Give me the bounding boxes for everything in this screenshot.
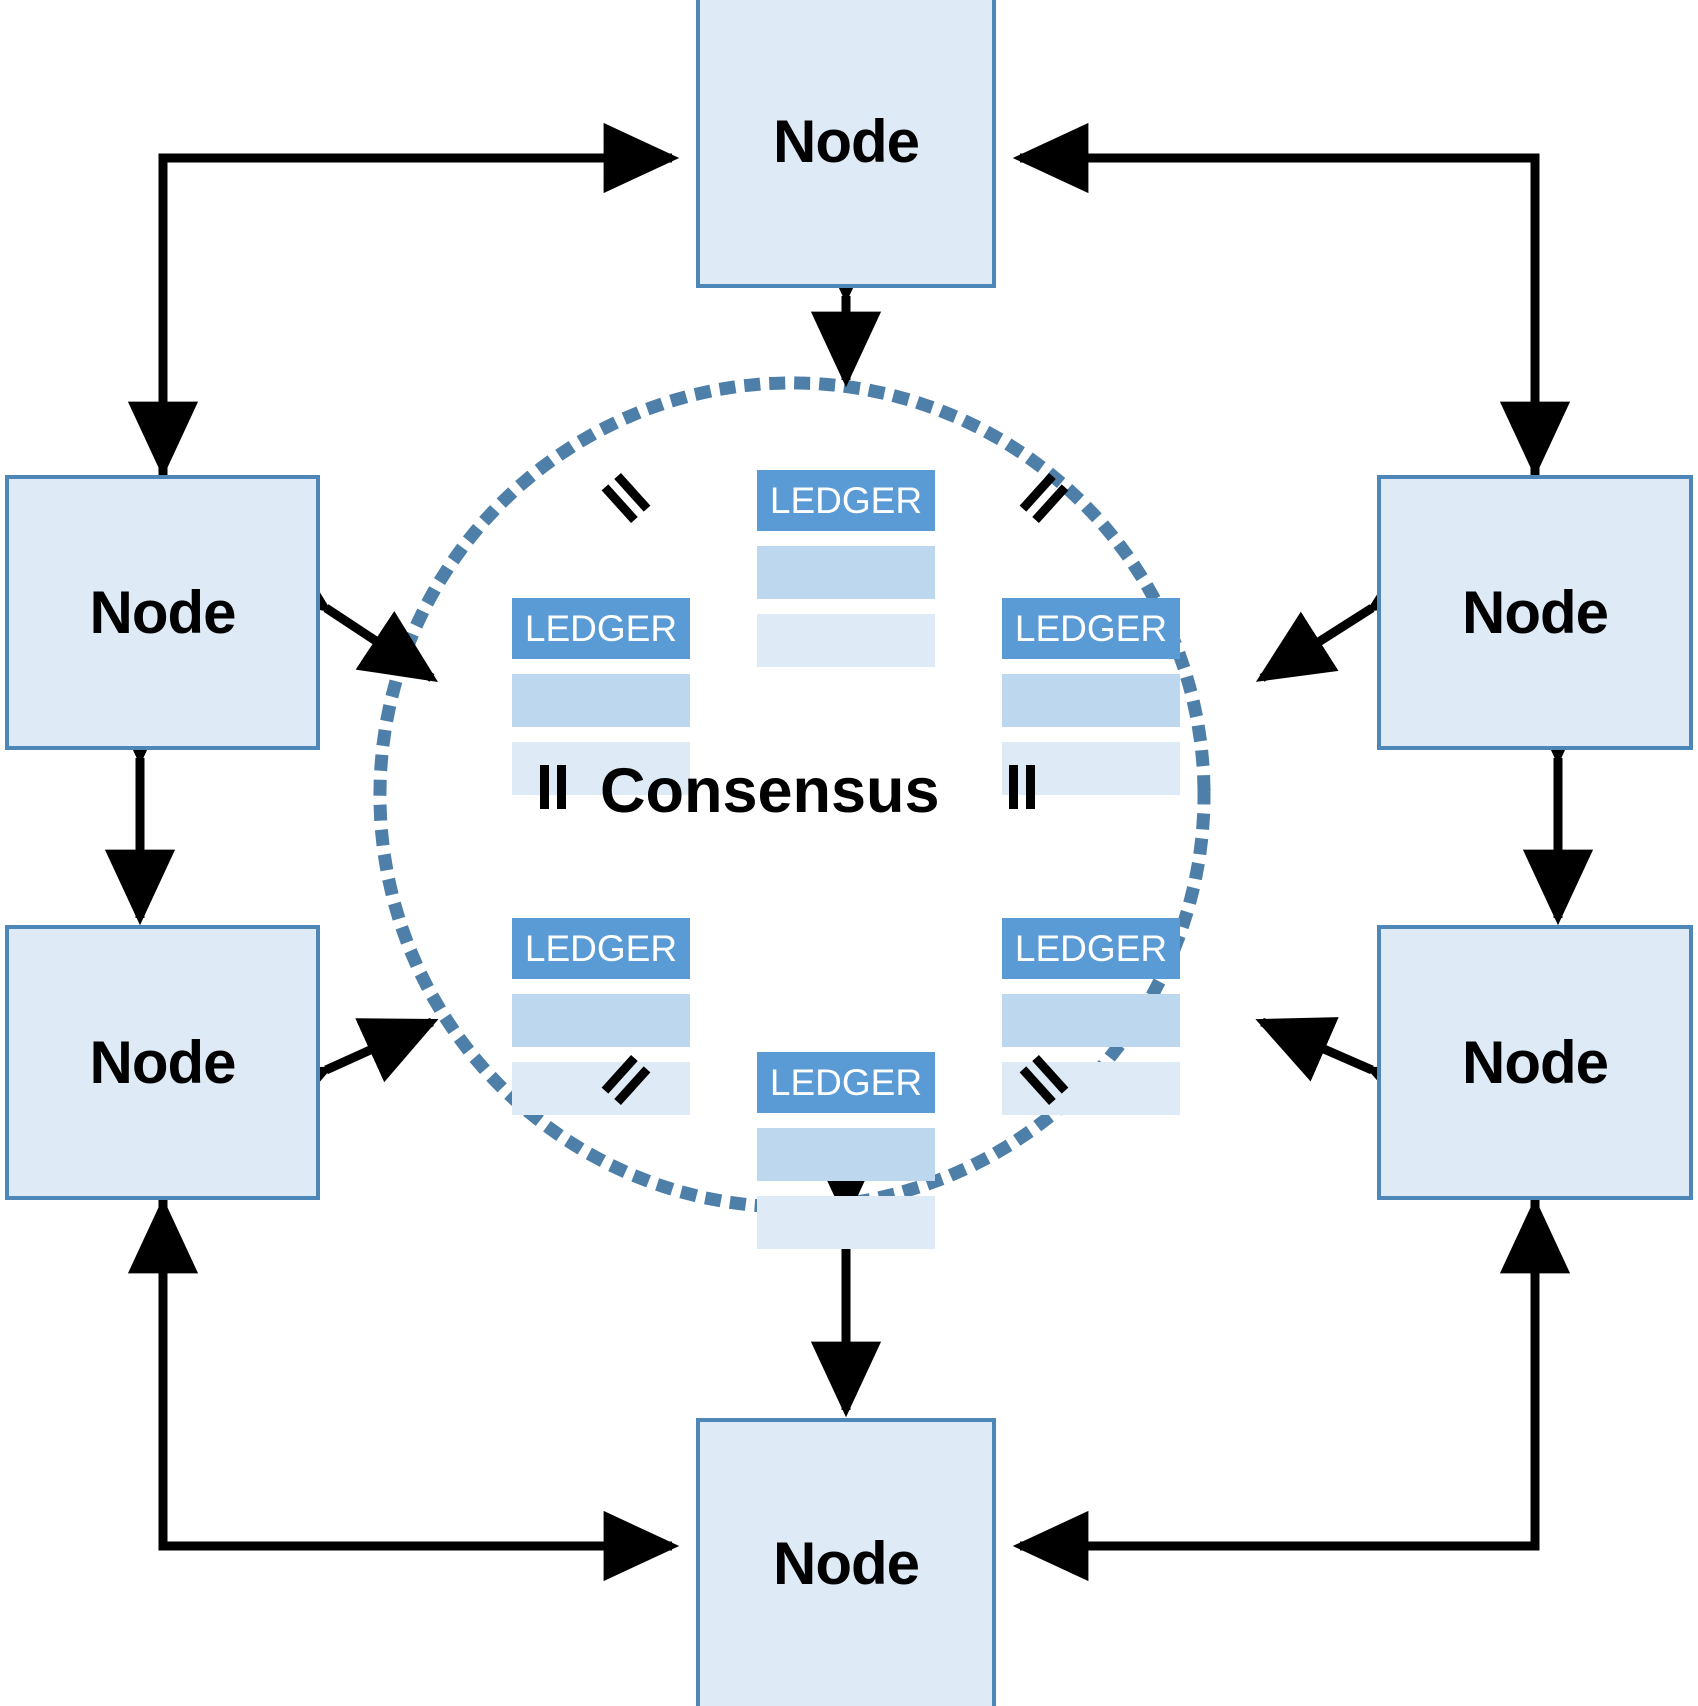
- ledger-left-upper-bar-1: [512, 674, 690, 727]
- node-right-upper[interactable]: Node: [1377, 475, 1693, 750]
- equals-top-right-icon: [1013, 467, 1075, 529]
- node-top[interactable]: Node: [696, 0, 996, 288]
- ledger-bottom[interactable]: LEDGER: [757, 1052, 935, 1249]
- ledger-bottom-bar-2: [757, 1196, 935, 1249]
- ledger-right-lower-bar-2: [1002, 1062, 1180, 1115]
- ledger-left-upper-header: LEDGER: [512, 598, 690, 659]
- ledger-top-bar-2: [757, 614, 935, 667]
- node-top-label: Node: [773, 108, 920, 175]
- node-left-lower-label: Node: [89, 1028, 237, 1096]
- ledger-right-upper-header: LEDGER: [1002, 598, 1180, 659]
- ledger-top-bar-1: [757, 546, 935, 599]
- ledger-bottom-header: LEDGER: [757, 1052, 935, 1113]
- ledger-right-lower-bar-1: [1002, 994, 1180, 1047]
- node-right-upper-label: Node: [1462, 578, 1609, 646]
- wire-right-upper-to-top: [1012, 122, 1540, 475]
- ledger-left-lower-header: LEDGER: [512, 918, 690, 979]
- wire-left-upper-to-consensus: [249, 541, 439, 682]
- node-left-lower[interactable]: Node: [5, 925, 320, 1200]
- ledger-right-lower[interactable]: LEDGER: [1002, 918, 1180, 1115]
- wire-left-lower-to-bottom: [158, 1200, 680, 1582]
- node-left-upper-label: Node: [89, 578, 237, 646]
- ledger-top-header: LEDGER: [757, 470, 935, 531]
- equals-mid-left-icon: [531, 765, 575, 809]
- node-bottom[interactable]: Node: [696, 1418, 996, 1706]
- equals-mid-right-icon: [1000, 765, 1044, 809]
- wire-left-lower-to-consensus: [249, 1017, 439, 1131]
- ledger-right-lower-header: LEDGER: [1002, 918, 1180, 979]
- wire-right-lower-to-consensus: [1255, 1017, 1449, 1130]
- node-right-lower[interactable]: Node: [1377, 925, 1693, 1200]
- equals-top-left-icon: [595, 467, 657, 529]
- ledger-top[interactable]: LEDGER: [757, 470, 935, 667]
- node-left-upper[interactable]: Node: [5, 475, 320, 750]
- ledger-left-lower-bar-1: [512, 994, 690, 1047]
- ledger-left-lower[interactable]: LEDGER: [512, 918, 690, 1115]
- node-right-lower-label: Node: [1462, 1028, 1609, 1096]
- wire-right-lower-to-bottom: [1012, 1200, 1540, 1582]
- ledger-bottom-bar-1: [757, 1128, 935, 1181]
- ledger-left-lower-bar-2: [512, 1062, 690, 1115]
- consensus-label: Consensus: [600, 756, 940, 826]
- wire-left-upper-to-top: [158, 122, 680, 475]
- ledger-right-upper-bar-1: [1002, 674, 1180, 727]
- wire-right-upper-to-consensus: [1255, 541, 1449, 682]
- node-bottom-label: Node: [773, 1530, 920, 1597]
